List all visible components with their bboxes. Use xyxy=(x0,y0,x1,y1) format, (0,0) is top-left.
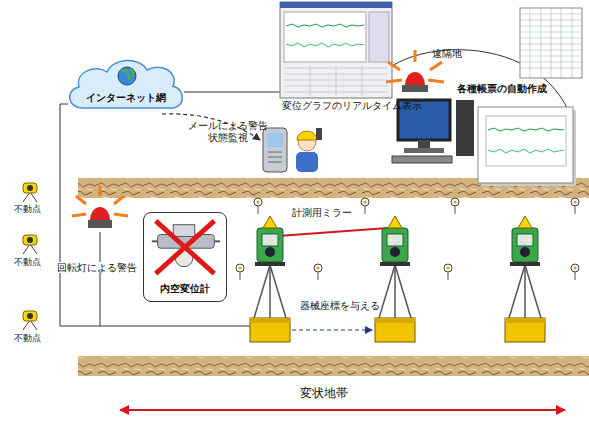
lamp-wire xyxy=(100,232,101,326)
network-cloud: インターネット網 xyxy=(65,56,187,116)
prism-mirror xyxy=(254,198,262,214)
zone-label: 変状地帯 xyxy=(300,386,348,400)
cloud-label: インターネット網 xyxy=(65,92,187,104)
coordinate-arrow xyxy=(292,329,372,330)
fixed-point-label: 不動点 xyxy=(14,333,41,344)
prism-mirror xyxy=(451,198,459,214)
worker xyxy=(296,128,322,172)
mobile-phone xyxy=(263,128,287,172)
coordinate-label: 器械座標を与える xyxy=(300,300,380,311)
mirror-label: 計測用ミラー xyxy=(292,207,352,218)
zone-arrow xyxy=(120,409,565,411)
fixed-point-label: 不動点 xyxy=(14,257,41,268)
prism-mirror xyxy=(571,198,579,214)
network-wire xyxy=(184,92,280,93)
prism-mirror xyxy=(571,264,579,280)
fixed-point xyxy=(23,235,37,254)
graph-caption: 変位グラフのリアルタイム表示 xyxy=(282,100,422,111)
prism-mirror xyxy=(236,264,244,280)
report-graph xyxy=(478,107,576,186)
report-caption: 各種帳票の自動作成 xyxy=(455,83,549,95)
cloud-shape xyxy=(65,56,187,116)
mail-note: メールによる警告 状態監視 xyxy=(184,120,272,144)
graph-window xyxy=(280,2,392,98)
remote-label: 遠隔地 xyxy=(432,48,462,60)
prism-mirror xyxy=(444,264,452,280)
fixed-point-label: 不動点 xyxy=(14,204,41,215)
total-station xyxy=(505,216,545,342)
total-station xyxy=(250,216,290,342)
fixed-point xyxy=(23,183,37,202)
total-station xyxy=(375,216,415,342)
fixed-point xyxy=(23,311,37,330)
report-table xyxy=(520,8,582,78)
prism-mirror xyxy=(314,264,322,280)
rock-band xyxy=(78,356,589,376)
instrument-box: 内空変位計 xyxy=(143,212,227,302)
instruments xyxy=(23,183,579,342)
lamp-label: 回転灯による警告 xyxy=(55,262,139,273)
sight-line xyxy=(278,228,388,236)
prism-mirror xyxy=(361,198,369,214)
box-label: 内空変位計 xyxy=(144,283,226,295)
warning-lamp xyxy=(72,186,128,228)
